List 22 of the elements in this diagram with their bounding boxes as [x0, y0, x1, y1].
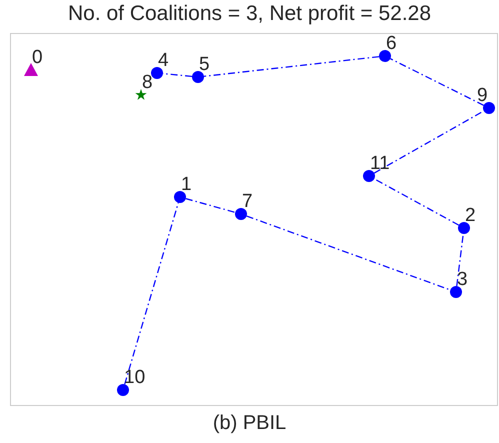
point-label: 1 — [181, 175, 192, 195]
chart-title: No. of Coalitions = 3, Net profit = 52.28 — [66, 1, 432, 27]
point-label: 3 — [457, 270, 468, 290]
route-line — [374, 110, 484, 174]
point-label: 11 — [370, 154, 390, 174]
route-line — [186, 198, 236, 213]
route-line — [246, 215, 451, 291]
point-label: 0 — [32, 48, 43, 68]
point-label: 4 — [158, 51, 169, 71]
route-line — [374, 178, 460, 226]
point-label: 2 — [465, 206, 476, 226]
route-line — [204, 56, 380, 77]
point-label: 5 — [199, 55, 210, 75]
point-label: 9 — [477, 86, 488, 106]
point-label: 10 — [124, 368, 146, 388]
point-label: 7 — [242, 192, 253, 212]
point-label: 6 — [386, 34, 397, 54]
route-line — [124, 202, 179, 384]
route-line — [390, 58, 484, 106]
route-line — [456, 234, 464, 286]
caption: (b) PBIL — [212, 411, 288, 436]
point-label: 8 — [142, 73, 153, 93]
